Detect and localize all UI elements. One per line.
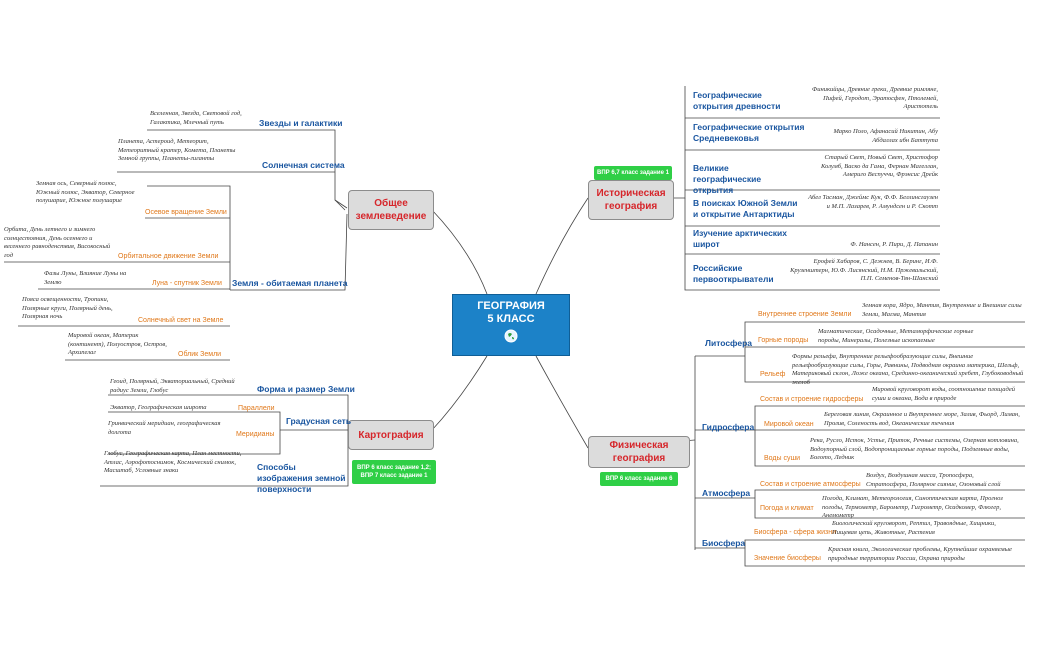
leaf-russian: Ерофей Хабаров, С. Дежнев, В. Беринг, И.…: [790, 258, 938, 282]
topic-physical[interactable]: Физическая география: [588, 436, 690, 468]
node-land[interactable]: Воды суши: [764, 455, 800, 462]
node-shape[interactable]: Форма и размер Земли: [257, 384, 355, 394]
node-weather[interactable]: Погода и климат: [760, 505, 814, 512]
node-antarctic[interactable]: В поисках Южной Земли и открытие Антаркт…: [693, 198, 798, 219]
leaf-hydrostruct: Мировой круговорот воды, соотношение пло…: [872, 386, 1015, 402]
topic-historical[interactable]: Историческая география: [588, 180, 674, 220]
node-bio[interactable]: Биосфера: [702, 538, 746, 548]
node-moon[interactable]: Луна - спутник Земли: [152, 280, 222, 287]
node-russian[interactable]: Российские первооткрыватели: [693, 263, 774, 284]
node-great[interactable]: Великие географические открытия: [693, 163, 762, 195]
node-ancient[interactable]: Географические открытия древности: [693, 90, 781, 111]
node-biosphere[interactable]: Биосфера - сфера жизни: [754, 529, 837, 536]
leaf-land: Река, Русло, Исток, Устье, Приток, Речны…: [810, 437, 1019, 461]
node-methods[interactable]: Способы изображения земной поверхности: [257, 462, 346, 494]
leaf-atmostruct: Воздух, Воздушная масса, Тропосфера, Стр…: [866, 472, 1001, 488]
node-atmostruct[interactable]: Состав и строение атмосферы: [760, 481, 861, 488]
leaf-rocks: Магматические, Осадочные, Метаморфически…: [818, 328, 974, 344]
central-topic[interactable]: ГЕОГРАФИЯ 5 КЛАСС: [452, 294, 570, 356]
node-litho[interactable]: Литосфера: [705, 338, 753, 348]
leaf-parallels: Экватор, Географическая широта: [110, 404, 207, 411]
leaf-arctic: Ф. Нансен, Р. Пири, Д. Папанин: [850, 241, 938, 248]
center-title: ГЕОГРАФИЯ: [477, 300, 545, 312]
node-meridians[interactable]: Меридианы: [236, 431, 275, 438]
leaf-inner: Земная кора, Ядро, Мантия, Внутренние и …: [862, 302, 1022, 318]
leaf-sunlight: Пояса освещенности, Тропики, Полярные кр…: [22, 296, 113, 320]
globe-icon: [504, 329, 518, 343]
node-parallels[interactable]: Параллели: [238, 405, 275, 412]
badge-cartography: ВПР 6 класс задание 1,2; ВПР 7 класс зад…: [352, 460, 436, 484]
node-axis[interactable]: Осевое вращение Земли: [145, 209, 227, 216]
leaf-orbit: Орбита, День летнего и зимнего солнцесто…: [4, 226, 111, 259]
leaf-biovalue: Красная книга, Экологические проблемы, К…: [828, 546, 1012, 562]
node-stars[interactable]: Звезды и галактики: [259, 118, 343, 128]
leaf-ancient: Финикийцы, Древние греки, Древние римлян…: [812, 86, 938, 110]
leaf-moon: Фазы Луны, Влияние Луны на Землю: [44, 270, 127, 286]
node-relief[interactable]: Рельеф: [760, 371, 786, 378]
leaf-great: Старый Свет, Новый Свет, Христофор Колум…: [820, 154, 938, 178]
badge-historical: ВПР 6,7 класс задание 1: [594, 166, 672, 180]
node-arctic[interactable]: Изучение арктических широт: [693, 228, 788, 249]
node-atmo[interactable]: Атмосфера: [702, 488, 751, 498]
leaf-shape: Геоид, Полярный, Экваториальный, Средний…: [110, 378, 235, 394]
node-hydrostruct[interactable]: Состав и строение гидросферы: [760, 396, 864, 403]
node-ocean-world[interactable]: Мировой океан: [764, 421, 814, 428]
leaf-medieval: Марко Поло, Афанасий Никитин, Абу Абдалл…: [833, 128, 938, 144]
leaf-methods: Глобус, Географическая карта, План местн…: [104, 450, 242, 474]
node-grid[interactable]: Градусная сеть: [286, 416, 352, 426]
leaf-ocean-world: Береговая линия, Окраинное и Внутреннее …: [824, 411, 1020, 427]
leaf-stars: Вселенная, Звезда, Световой год, Галакти…: [150, 110, 242, 126]
leaf-axis: Земная ось, Северный полюс, Южный полюс,…: [36, 180, 135, 204]
center-subtitle: 5 КЛАСС: [487, 313, 535, 325]
node-earth[interactable]: Земля - обитаемая планета: [232, 278, 348, 288]
node-inner[interactable]: Внутреннее строение Земли: [758, 311, 852, 318]
node-hydro[interactable]: Гидросфера: [702, 422, 755, 432]
node-ocean[interactable]: Облик Земли: [178, 351, 222, 358]
leaf-meridians: Гринвический меридиан, географическая до…: [108, 420, 221, 436]
node-orbit[interactable]: Орбитальное движение Земли: [118, 253, 219, 260]
node-sunlight[interactable]: Солнечный свет на Земле: [138, 317, 224, 324]
leaf-relief: Формы рельефа, Внутренние рельефообразую…: [792, 353, 1024, 386]
leaf-biosphere: Биологический круговорот, Рептил, Травоя…: [832, 520, 996, 536]
node-solar[interactable]: Солнечная система: [262, 160, 345, 170]
leaf-antarctic: Абел Тасман, Джеймс Кук, Ф.Ф. Беллинсгау…: [808, 194, 938, 210]
leaf-solar: Планета, Астероид, Метеорит, Метеоритный…: [118, 138, 236, 162]
leaf-ocean: Мировой океан, Материк (континент), Полу…: [68, 332, 167, 356]
node-rocks[interactable]: Горные породы: [758, 337, 809, 344]
badge-physical: ВПР 6 класс задание 6: [600, 472, 678, 486]
node-medieval[interactable]: Географические открытия Средневековья: [693, 122, 805, 143]
topic-cartography[interactable]: Картография: [348, 420, 434, 450]
topic-general[interactable]: Общее землеведение: [348, 190, 434, 230]
leaf-weather: Погода, Климат, Метеорология, Синоптичес…: [822, 495, 1003, 519]
node-biovalue[interactable]: Значение биосферы: [754, 555, 821, 562]
